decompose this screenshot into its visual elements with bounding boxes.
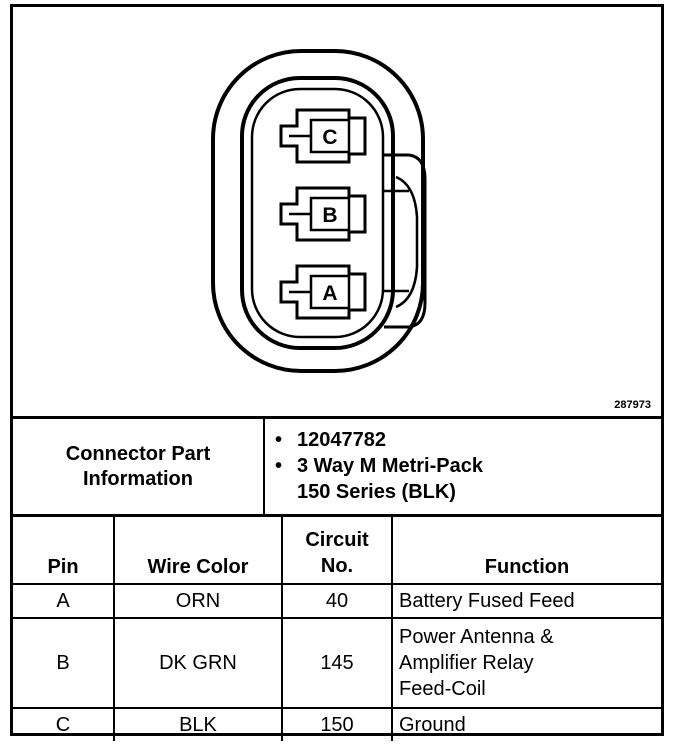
pin-cell: C xyxy=(13,707,115,741)
pin-label: C xyxy=(322,126,337,149)
header-wire-color: Wire Color xyxy=(113,517,283,585)
pinout-header-row: Pin Wire Color Circuit No. Function xyxy=(13,517,661,585)
pinout-table: Pin Wire Color Circuit No. Function A OR… xyxy=(13,517,661,741)
header-pin: Pin xyxy=(13,517,115,585)
connector-part-info-label: Connector Part Information xyxy=(13,419,265,514)
header-circuit: Circuit No. xyxy=(281,517,393,585)
terminal-cavities: C B A xyxy=(279,108,367,320)
locking-tab-inner xyxy=(395,175,419,309)
table-row: A ORN 40 Battery Fused Feed xyxy=(13,583,661,619)
pin-cell: B xyxy=(13,617,115,709)
pin-label: A xyxy=(322,282,337,305)
connector-cavity-wall xyxy=(250,87,385,339)
connector-part-info: Connector Part Information • 12047782 • … xyxy=(13,419,661,517)
connector-series: 150 Series (BLK) xyxy=(297,481,456,503)
function-cell: Battery Fused Feed xyxy=(391,583,661,619)
terminal-cavity-a: A xyxy=(279,264,367,320)
pin-label: B xyxy=(322,204,337,227)
table-row: B DK GRN 145 Power Antenna & Amplifier R… xyxy=(13,617,661,709)
circuit-cell: 145 xyxy=(281,617,393,709)
circuit-cell: 150 xyxy=(281,707,393,741)
terminal-cavity-c: C xyxy=(279,108,367,164)
connector-face-drawing: C B A xyxy=(211,49,427,373)
pin-cell: A xyxy=(13,583,115,619)
connector-part-info-values: • 12047782 • 3 Way M Metri-Pack 150 Seri… xyxy=(275,427,483,505)
part-number: 12047782 xyxy=(297,429,386,451)
part-number-row: • 12047782 xyxy=(275,429,386,451)
header-function: Function xyxy=(391,517,661,585)
wire-color-cell: ORN xyxy=(113,583,283,619)
connector-type-row: • 3 Way M Metri-Pack xyxy=(275,455,483,477)
connector-housing-outer xyxy=(211,49,425,373)
connector-type: 3 Way M Metri-Pack xyxy=(297,455,483,477)
terminal-cavity-b: B xyxy=(279,186,367,242)
connector-housing-inner xyxy=(240,76,395,350)
wire-color-cell: DK GRN xyxy=(113,617,283,709)
locking-tab xyxy=(384,153,427,329)
wire-color-cell: BLK xyxy=(113,707,283,741)
function-cell: Ground xyxy=(391,707,661,741)
function-cell: Power Antenna & Amplifier Relay Feed-Coi… xyxy=(391,617,661,709)
connector-diagram: C B A 287973 xyxy=(13,7,661,419)
figure-number: 287973 xyxy=(614,399,651,411)
circuit-cell: 40 xyxy=(281,583,393,619)
table-row: C BLK 150 Ground xyxy=(13,707,661,741)
